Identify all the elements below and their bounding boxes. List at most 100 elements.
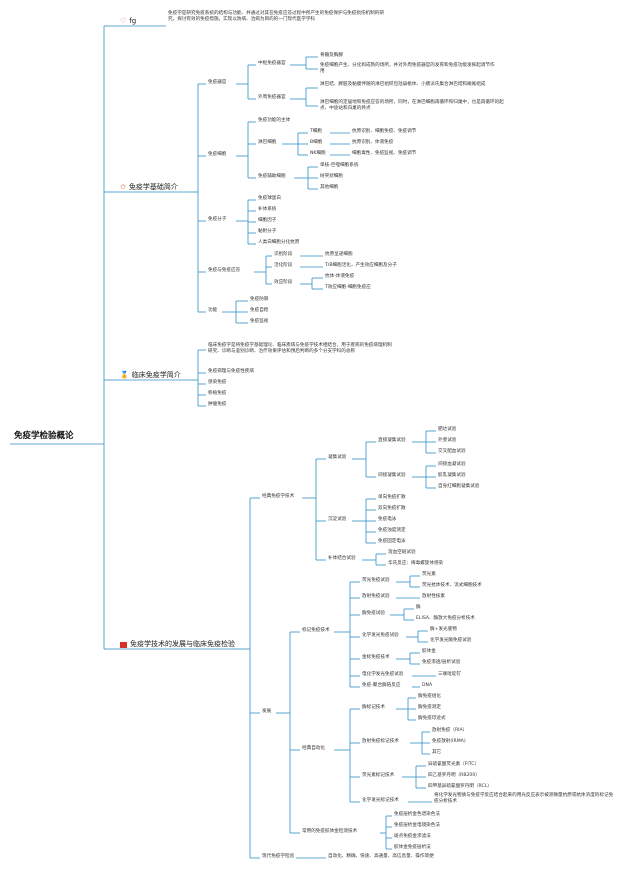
branch-basic: ✩ 免疫学基础简介	[120, 183, 178, 192]
radio-label: 放射免疫试验	[362, 594, 390, 599]
auto-detect-label: 常用的免疫胶体金检测技术	[302, 829, 358, 834]
classic-tech-label: 经典免疫学技术	[262, 494, 295, 499]
aggl-item: 外斐试验	[438, 438, 457, 443]
radio-mark-item: 其它	[432, 750, 442, 755]
enzyme-label: 酶免疫试验	[362, 611, 385, 616]
aggl-item: 胶乳凝集试验	[438, 473, 466, 478]
molecules-label: 免疫分子	[208, 217, 227, 222]
chemi-item: 化学发光酶免疫试验	[430, 638, 472, 643]
precip-label: 沉淀试验	[328, 517, 347, 522]
branch-tech-label: 免疫学技术的发展与临床免疫检验	[130, 640, 235, 648]
gold-item: 胶体金	[422, 649, 436, 654]
stage-label: 识别阶段	[274, 252, 293, 257]
clinical-item: 免疫病理与免疫性疾病	[208, 369, 254, 374]
function-item: 免疫监视	[250, 319, 269, 324]
central-item: 免疫细胞产生、分化和成熟的场所，并对外周免疫器官的发育和免疫功能发挥起调节作用	[320, 63, 495, 75]
stage-item: T效应细胞-细胞免疫应	[325, 285, 371, 290]
complement-item: 溶血空斑试验	[388, 550, 416, 555]
star-icon: ✩	[120, 183, 126, 191]
organs-label: 免疫器官	[208, 80, 227, 85]
branch-intro-label: fg	[129, 17, 137, 25]
development-label: 发展	[262, 709, 272, 714]
radio-mark-item: 放射免疫（RIA）	[432, 728, 468, 733]
t-cell-label: T细胞	[310, 129, 322, 134]
aggl-item: 肥达试验	[438, 427, 457, 432]
clinical-text: 临床免疫学是将免疫学基础理论、临床疾病与免疫学技术相结合，用于疾病的免疫病理机制…	[208, 343, 392, 355]
precip-item: 免疫电泳	[378, 517, 397, 522]
fluor-item: 荧光抗体技术、流式细胞技术	[422, 583, 482, 588]
b-cell-label: B细胞	[310, 140, 323, 145]
precip-item: 双向免疫扩散	[378, 506, 406, 511]
central-organs-label: 中枢免疫器官	[258, 61, 286, 66]
auto-detect-item: 免疫层析金电镜染色法	[394, 823, 440, 828]
auto-detect-item: 胶体金免疫层析法	[394, 845, 431, 850]
root-title: 免疫学检验概论	[14, 431, 74, 441]
precip-item: 免疫固定电泳	[378, 539, 406, 544]
intro-text: 免疫学是研究免疫系统的结构与功能、并通过对其在免疫应答过程中所产生的免疫保护与免…	[168, 11, 384, 23]
enzyme-item: 酶	[416, 605, 421, 610]
complement-label: 补体结合试验	[328, 556, 356, 561]
fluor-mark-label: 荧光素标记技术	[362, 773, 395, 778]
aggl-item: 自身红细胞凝集试验	[438, 484, 480, 489]
clinical-item: 感染免疫	[208, 380, 227, 385]
auto-detect-item: 斑点免疫金渗滤法	[394, 834, 431, 839]
stage-label: 活化阶段	[274, 263, 293, 268]
radio-item: 放射性核素	[422, 594, 445, 599]
gold-item: 免疫渗透/层析试验	[422, 660, 461, 665]
fluor-item: 荧光素	[422, 572, 436, 577]
clinical-item: 移植免疫	[208, 391, 227, 396]
peripheral-item: 淋巴结、脾脏及黏膜伴随的淋巴组织包括扁桃体、小肠派氏集合淋巴结和阑尾组成	[320, 82, 486, 87]
complement-item: 华氏反应：梅毒螺旋体感染	[388, 561, 444, 566]
aggl-label: 凝集试验	[328, 455, 347, 460]
fluor-mark-item: 四乙基罗丹明（RB200）	[428, 773, 480, 778]
molecule-item: 免疫球蛋白	[258, 196, 281, 201]
branch-clinical: 🏅 临床免疫学简介	[120, 371, 181, 380]
chemi-mark-item: 将化学发光物质与免疫学反应结合起来的用光反应表示被测微量抗原或抗体浓度的标记免疫…	[434, 793, 614, 805]
enzyme-mark-label: 酶标记技术	[362, 705, 385, 710]
lymph-label: 淋巴细胞	[258, 140, 277, 145]
flag-icon	[120, 641, 127, 648]
radio-mark-item: 免疫放射(IRMA)	[432, 739, 466, 744]
aggl-item: 交叉配血试验	[438, 449, 466, 454]
function-item: 免疫自稳	[250, 308, 269, 313]
fluor-mark-item: 异硫氰酸荧光素（FITC）	[428, 762, 480, 767]
labeled-tech-label: 标记免疫技术	[302, 628, 330, 633]
aux-item: 树突状细胞	[320, 174, 343, 179]
fluor-mark-item: 四甲基异硫氰酸罗丹明（RCL）	[428, 784, 492, 789]
chemi-mark-label: 化学发光标记技术	[362, 798, 399, 803]
molecule-item: 人类白细胞分化抗原	[258, 240, 300, 245]
nk-cell-desc: 细胞毒性、免疫监视、免疫调节	[352, 151, 417, 156]
radio-mark-label: 放射免疫标记技术	[362, 739, 399, 744]
enzyme-mark-item: 酶免疫测定	[418, 705, 441, 710]
enzyme-item: ELISA、酶放大免疫分析技术	[416, 616, 475, 621]
modern-lab-label: 现代免疫学检验	[262, 854, 295, 859]
functions-label: 功能	[208, 308, 218, 313]
peripheral-item: 淋巴细胞的定居地和免疫应答的场所，同时，在淋巴细胞再循环和归巢中，也是再循环的起…	[320, 100, 504, 112]
b-cell-desc: 抗原识别、体液免疫	[352, 140, 394, 145]
enzyme-mark-item: 酶免疫印迹式	[418, 716, 446, 721]
branch-clinical-label: 临床免疫学简介	[131, 371, 181, 379]
fluor-label: 荧光免疫试验	[362, 578, 390, 583]
peripheral-organs-label: 外周免疫器官	[258, 95, 286, 100]
heart-icon: ♡	[120, 17, 127, 25]
clinical-item: 肿瘤免疫	[208, 402, 227, 407]
stage-item: 抗原呈递细胞	[325, 252, 353, 257]
stage-label: 效应阶段	[274, 280, 293, 285]
t-cell-desc: 抗原识别、细胞免疫、免疫调节	[352, 129, 417, 134]
molecule-item: 黏附分子	[258, 229, 277, 234]
modern-lab-text: 自动化、精确、快速、高通量、高信息量、操作简便	[328, 854, 434, 859]
nk-cell-label: NK细胞	[310, 151, 326, 156]
ecl-item: 三联吡啶钌	[438, 672, 461, 677]
immuno-pcr-label: 免疫-聚合酶链反应	[362, 683, 401, 688]
central-item: 骨髓及胸腺	[320, 53, 343, 58]
direct-aggl-label: 直接凝集试验	[378, 438, 406, 443]
molecule-item: 补体系统	[258, 207, 277, 212]
enzyme-mark-item: 酶免疫组化	[418, 694, 441, 699]
branch-basic-label: 免疫学基础简介	[128, 183, 178, 191]
auto-detect-item: 免疫层析金色谱染色法	[394, 812, 440, 817]
function-item: 免疫防御	[250, 297, 269, 302]
precip-item: 单向免疫扩散	[378, 495, 406, 500]
chemi-label: 化学发光免疫试验	[362, 633, 399, 638]
branch-intro: ♡ fg	[120, 17, 136, 26]
